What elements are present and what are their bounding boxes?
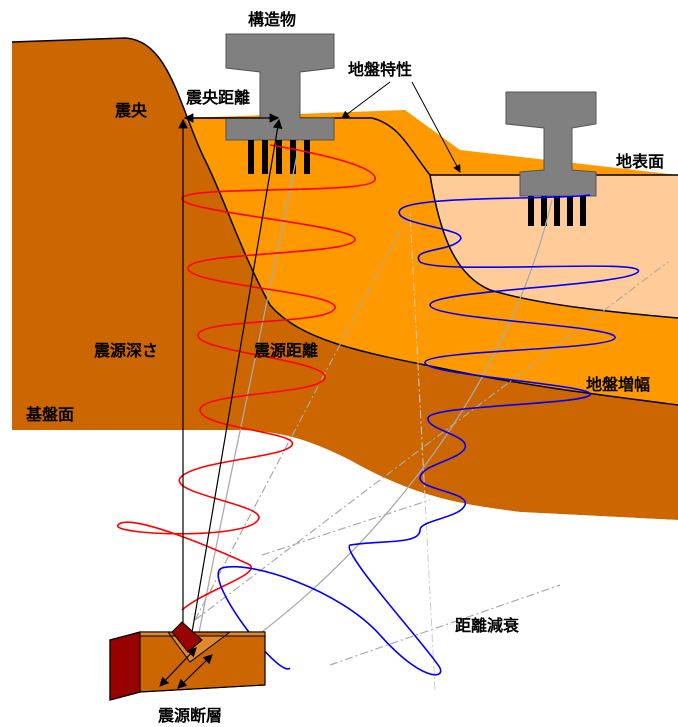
structure-label: 構造物 [248, 10, 297, 29]
blue-wave [217, 194, 639, 676]
epicentral-distance-label: 震央距離 [186, 88, 251, 107]
ground-characteristics-label: 地盤特性 [348, 60, 413, 79]
fault-block-icon [109, 621, 266, 701]
focal-depth-label: 震源深さ [94, 341, 159, 360]
bedrock-surface-label: 基盤面 [26, 405, 75, 424]
soft-layer-boundary-line [429, 174, 678, 319]
ground-surface-label: 地表面 [616, 152, 665, 171]
ground-amplification-label: 地盤増幅 [586, 375, 651, 394]
structure-icon [505, 91, 597, 226]
epicenter-label: 震央 [115, 101, 148, 120]
hypocentral-distance-arrow [183, 118, 283, 664]
hypocentral-distance-label: 震源距離 [254, 341, 319, 360]
source-fault-label: 震源断層 [158, 706, 223, 725]
propagation-cone-line [261, 499, 431, 556]
surface-layer [430, 175, 678, 318]
leader-line [341, 81, 391, 119]
ground-surface-line [185, 117, 678, 176]
leader-line [411, 81, 461, 173]
distance-attenuation-label: 距離減衰 [455, 616, 520, 635]
